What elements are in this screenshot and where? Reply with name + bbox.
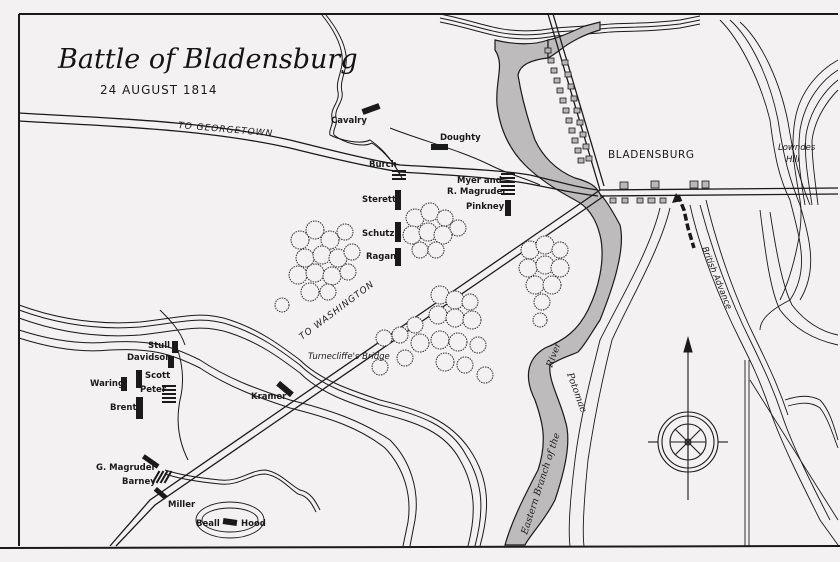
unit-cavalry: Cavalry — [331, 103, 381, 126]
svg-text:Myer and: Myer and — [457, 176, 502, 186]
svg-text:Miller: Miller — [168, 500, 196, 510]
svg-text:R. Magruder: R. Magruder — [447, 187, 507, 197]
svg-text:Beall: Beall — [196, 519, 220, 529]
svg-text:Cavalry: Cavalry — [331, 116, 367, 126]
unit-scott: Scott — [136, 370, 170, 388]
svg-text:Hood: Hood — [241, 519, 266, 529]
svg-text:Scott: Scott — [145, 371, 170, 381]
svg-text:Waring: Waring — [90, 379, 124, 389]
svg-text:Stull: Stull — [148, 341, 170, 351]
svg-text:Barney: Barney — [122, 477, 156, 487]
unit-burch: Burch — [369, 160, 406, 180]
unit-doughty: Doughty — [431, 133, 481, 150]
svg-text:Ragan: Ragan — [366, 252, 396, 262]
british-advance-arrow — [672, 193, 696, 249]
contour-lines-east — [568, 19, 839, 547]
hill-beall-hood — [195, 501, 265, 539]
bridge-label: Turnecliffe's Bridge — [308, 352, 390, 362]
hill-label-line2: Hill — [786, 155, 800, 165]
svg-text:Pinkney: Pinkney — [466, 202, 505, 212]
unit-waring: Waring — [90, 377, 127, 391]
ravines-north — [439, 13, 701, 40]
eastern-branch-river — [494, 21, 623, 546]
hill-label-line1: Lowndes — [778, 143, 816, 153]
ravine-barney — [164, 469, 321, 513]
svg-text:G. Magruder: G. Magruder — [96, 463, 157, 473]
svg-text:Doughty: Doughty — [440, 133, 481, 143]
map-title: Battle of Bladensburg — [57, 44, 358, 75]
unit-davidson: Davidson — [127, 353, 174, 368]
unit-g-magruder: G. Magruder — [96, 454, 160, 473]
svg-text:Burch: Burch — [369, 160, 397, 170]
map-frame — [0, 13, 840, 549]
unit-sterett: Sterett — [362, 190, 401, 210]
british-advance-label: British Advance — [699, 245, 733, 311]
bladensburg-houses — [544, 47, 710, 204]
map-date: 24 AUGUST 1814 — [100, 83, 217, 97]
svg-text:Peter: Peter — [140, 385, 167, 395]
unit-peter: Peter — [140, 385, 176, 403]
compass-north-arrow-icon — [648, 335, 728, 500]
unit-myer-magruder: Myer and R. Magruder — [447, 173, 515, 197]
unit-barney: Barney — [122, 470, 173, 487]
stream-north — [321, 14, 541, 186]
svg-text:Kramer: Kramer — [251, 392, 287, 402]
town-label-bladensburg: BLADENSBURG — [608, 149, 695, 161]
svg-text:Sterett: Sterett — [362, 195, 396, 205]
svg-text:Davidson: Davidson — [127, 353, 171, 363]
river-label-potomac: Potomac — [564, 370, 589, 414]
unit-schutz: Schutz — [362, 222, 401, 242]
unit-miller: Miller — [153, 486, 196, 510]
svg-text:Brent: Brent — [110, 403, 137, 413]
unit-stull: Stull — [148, 341, 178, 353]
ravines-southwest — [18, 304, 487, 547]
unit-pinkney: Pinkney — [466, 200, 511, 216]
unit-ragan: Ragan — [366, 248, 401, 266]
woods — [274, 202, 570, 384]
svg-text:Schutz: Schutz — [362, 229, 394, 239]
unit-beall-hood: Beall Hood — [196, 518, 266, 529]
unit-brent: Brent — [110, 397, 143, 419]
unit-kramer: Kramer — [251, 380, 294, 402]
